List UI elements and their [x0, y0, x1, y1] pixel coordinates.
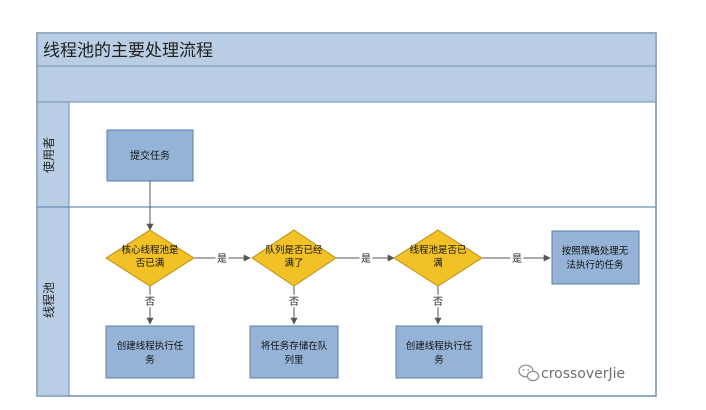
decision-pool-label-1: 线程池是否已	[409, 244, 467, 256]
watermark-text: crossoverJie	[541, 366, 625, 382]
lane-label-user: 使用者	[41, 137, 56, 173]
decision-core-label-1: 核心线程池是	[121, 244, 179, 256]
decision-core-label-2: 否已满	[136, 258, 165, 269]
wechat-icon	[518, 364, 540, 382]
edge-label-yes-1: 是	[217, 253, 227, 265]
store-in-queue-label-2: 列里	[284, 354, 303, 366]
edge-label-no-1: 否	[145, 296, 155, 308]
create-core-thread-box	[105, 325, 195, 379]
create-thread-label-1: 创建线程执行任	[406, 340, 473, 352]
create-core-thread-label-2: 务	[145, 354, 155, 366]
reject-policy-box	[551, 230, 640, 285]
create-core-thread-label-1: 创建线程执行任	[117, 340, 184, 352]
create-thread-box	[395, 325, 483, 379]
submit-task-box	[106, 129, 194, 182]
decision-queue-label-2: 满了	[284, 258, 303, 269]
edge-label-yes-3: 是	[512, 253, 522, 265]
decision-queue-full	[251, 229, 337, 287]
edge-label-yes-2: 是	[361, 253, 371, 265]
edge-label-no-3: 否	[433, 296, 443, 308]
lane-label-pool: 线程池	[41, 282, 56, 318]
store-in-queue-box	[249, 325, 339, 379]
create-thread-label-2: 务	[434, 354, 444, 366]
decision-queue-label-1: 队列是否已经	[265, 244, 323, 256]
title-bar	[36, 32, 657, 67]
decision-pool-label-2: 满	[433, 258, 443, 269]
decision-pool-full	[393, 229, 483, 287]
reject-policy-label-1: 按照策略处理无	[562, 245, 629, 257]
reject-policy-label-2: 法执行的任务	[566, 259, 624, 271]
submit-task-label: 提交任务	[130, 149, 170, 162]
lane-label-column	[36, 101, 70, 397]
decision-core-pool-full	[105, 229, 195, 287]
edge-label-no-2: 否	[289, 296, 299, 308]
diagram-title: 线程池的主要处理流程	[43, 41, 213, 61]
store-in-queue-label-1: 将任务存储在队	[261, 340, 328, 352]
header-strip	[36, 65, 657, 103]
